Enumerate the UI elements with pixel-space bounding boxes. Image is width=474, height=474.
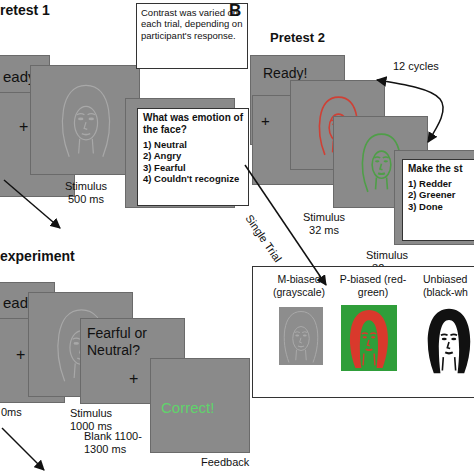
face-outline — [372, 151, 391, 178]
answer-option: 3) Done — [408, 201, 474, 212]
mouth — [445, 351, 453, 354]
hair-outline — [284, 312, 318, 363]
screen-text: 0ms — [1, 406, 22, 419]
answer-panel: What was emotion of the face? 1) Neutral2… — [137, 108, 249, 206]
mouth — [82, 134, 90, 135]
mouth — [378, 172, 385, 175]
question-screen: What was emotion of the face?1) Neutral2… — [125, 98, 235, 208]
mouth — [366, 348, 373, 351]
answer-option: 4) Couldn't recognize — [143, 173, 243, 184]
screen-text: + — [261, 112, 270, 130]
eye — [451, 338, 456, 340]
screen-text: P-biased (red-green) — [331, 273, 415, 298]
black-white-image — [419, 303, 474, 377]
neck — [296, 350, 307, 361]
axis-label: Single Trial — [242, 212, 284, 264]
question-text: Make the st — [408, 163, 474, 175]
cycle-arrow — [377, 80, 443, 142]
edge-label: 12 cycles — [393, 60, 439, 73]
screen-text: Stimulus 32 ms — [296, 211, 352, 237]
red-green-image — [341, 305, 397, 371]
answer-option: 1) Neutral — [143, 139, 243, 150]
question-text: What was emotion of the face? — [143, 112, 243, 136]
brow — [450, 334, 457, 337]
timing-label: Blank 1100-1300 ms — [84, 430, 156, 456]
screen-text: Unbiased (black-wh — [423, 273, 474, 298]
brow — [88, 114, 95, 115]
feedback-screen: Correct!Feedback — [150, 358, 250, 453]
screen-text: + — [129, 369, 138, 388]
question-screen: Make the st 1) Redder2) Greener3) Done — [394, 150, 474, 245]
stimulus-screen: Stimulus 500 ms — [30, 65, 140, 175]
panel-title: Pretest 2 — [270, 30, 325, 46]
eye — [442, 338, 447, 340]
neck — [376, 177, 388, 189]
screen-text: Feedback — [201, 456, 249, 469]
mouth — [298, 345, 304, 347]
brow — [383, 156, 389, 158]
eye — [78, 118, 83, 121]
eye — [384, 160, 388, 162]
face-outline — [293, 327, 310, 351]
panel-letter: B — [229, 1, 241, 21]
answer-option: 2) Greener — [408, 189, 474, 200]
time-arrow — [4, 180, 60, 228]
eye — [303, 335, 307, 337]
screen-text: Stimulus 500 ms — [58, 180, 114, 206]
brow — [73, 338, 80, 339]
screen-text: + — [19, 117, 28, 136]
eye — [363, 336, 367, 338]
brow — [441, 334, 448, 337]
condition-inset: M-biased (grayscale)P-biased (red-green)… — [252, 266, 474, 398]
eye — [375, 160, 379, 162]
screen-text: M-biased (grayscale) — [257, 273, 341, 298]
hair-outline — [63, 85, 110, 156]
hair-outline — [428, 309, 470, 374]
brow — [295, 331, 300, 333]
neck — [363, 353, 375, 365]
screen-text: Correct! — [161, 399, 214, 417]
screen-text: + — [16, 345, 25, 364]
nose — [380, 164, 383, 170]
eye — [295, 335, 299, 337]
grayscale-image — [279, 307, 323, 365]
eye — [371, 336, 375, 338]
eye — [89, 118, 94, 121]
brow — [362, 332, 368, 334]
screen-text: Stimulus 1000 ms — [66, 407, 116, 433]
answer-option: 1) Redder — [408, 178, 474, 189]
answer-option: 2) Angry — [143, 150, 243, 161]
answer-option: 3) Fearful — [143, 162, 243, 173]
brow — [370, 332, 376, 334]
neck — [79, 139, 94, 154]
neck — [442, 357, 455, 370]
nose — [300, 338, 302, 343]
hair-outline — [350, 310, 388, 368]
nose — [367, 340, 370, 346]
nose — [447, 342, 450, 349]
brow — [374, 156, 380, 158]
eye — [74, 342, 79, 345]
time-arrow — [2, 428, 44, 470]
nose — [84, 122, 87, 129]
brow — [77, 114, 84, 115]
answer-panel: Make the st 1) Redder2) Greener3) Done — [402, 159, 474, 241]
screen-text: Fearful or Neutral? — [87, 325, 179, 359]
panel-title: experiment — [0, 248, 75, 265]
panel-title: retest 1 — [0, 2, 50, 19]
face-outline — [74, 106, 97, 140]
brow — [302, 331, 307, 333]
